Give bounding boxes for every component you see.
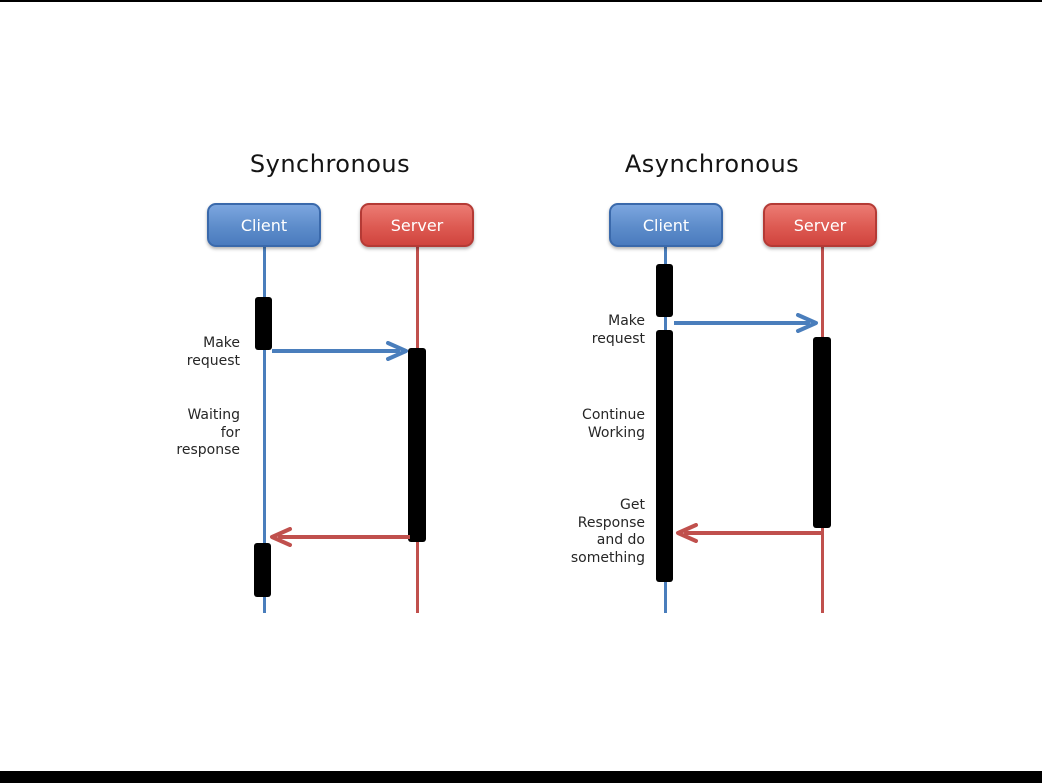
async-server-label: Server (793, 215, 847, 235)
sync-make-request-label: Make request (186, 335, 240, 369)
sync-server-label: Server (390, 215, 444, 235)
async-get-response-label: Get Response and do something (570, 497, 645, 566)
sync-response-arrow (270, 527, 410, 547)
async-client-activation-1 (656, 264, 673, 317)
sync-client-label: Client (240, 215, 288, 235)
sync-server-activation (408, 348, 426, 542)
sync-client-activation-2 (254, 543, 271, 597)
async-client-label: Client (642, 215, 690, 235)
async-title: Asynchronous (624, 150, 800, 178)
async-response-arrow (676, 523, 822, 543)
sync-client-lifeline (262, 247, 266, 613)
sync-client-box: Client (207, 203, 321, 247)
async-make-request-label: Make request (591, 313, 645, 347)
async-request-arrow (674, 313, 818, 333)
async-server-box: Server (763, 203, 877, 247)
bottom-border (0, 771, 1042, 783)
sync-waiting-label: Waiting for response (176, 407, 240, 458)
async-client-box: Client (609, 203, 723, 247)
sync-server-box: Server (360, 203, 474, 247)
async-client-activation-2 (656, 330, 673, 582)
async-continue-working-label: Continue Working (582, 407, 645, 441)
sync-client-activation-1 (255, 297, 272, 350)
top-border (0, 0, 1042, 2)
async-server-activation (813, 337, 831, 528)
sync-request-arrow (272, 341, 408, 361)
sync-title: Synchronous (249, 150, 411, 178)
